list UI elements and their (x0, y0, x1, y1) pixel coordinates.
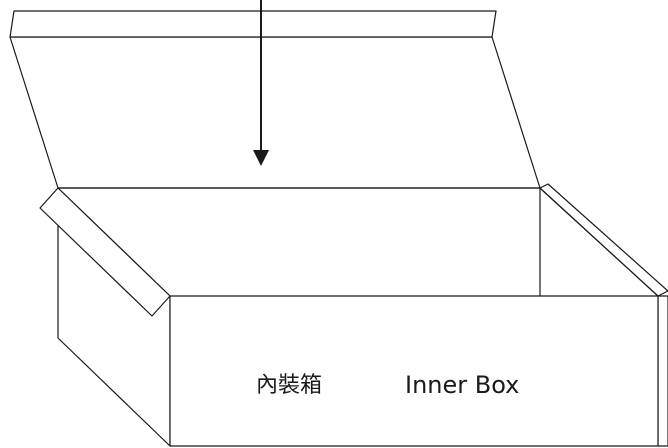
box-front-panel (169, 295, 659, 447)
right-dust-flap (539, 183, 668, 297)
label-chinese: 內裝箱 (256, 373, 322, 398)
lid-panel (9, 36, 541, 189)
insert-arrow (253, 0, 269, 166)
box-back-wall (57, 187, 541, 297)
lid-tuck-flap (9, 10, 497, 38)
box-lid (9, 10, 541, 189)
label-english: Inner Box (405, 371, 519, 399)
